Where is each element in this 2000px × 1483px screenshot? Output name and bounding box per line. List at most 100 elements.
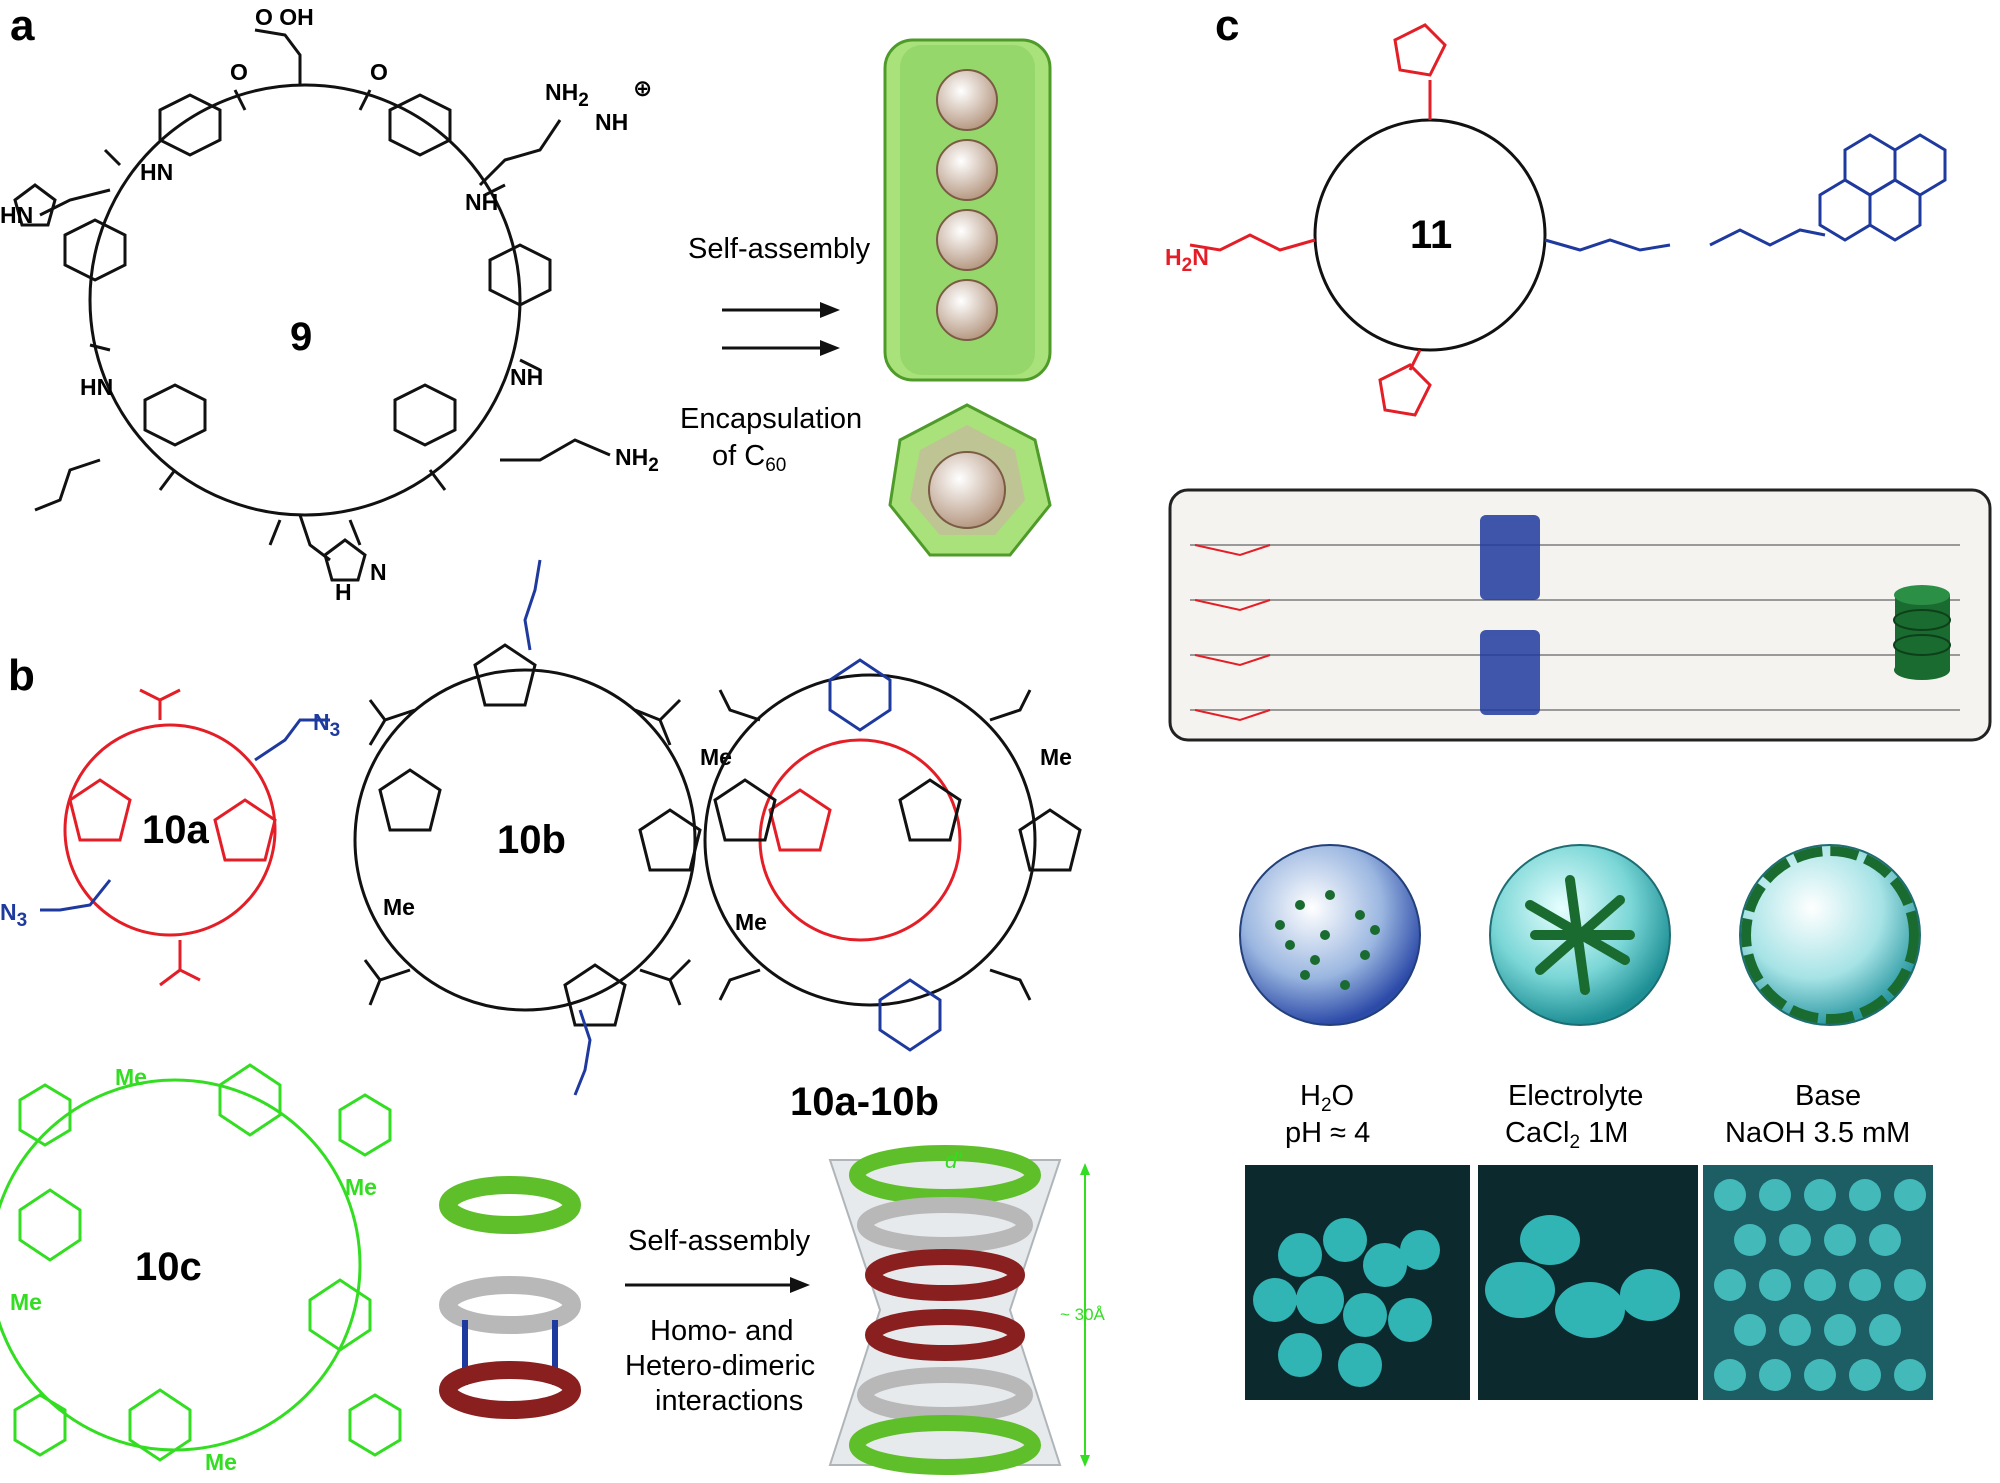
imidazole-ring-1 bbox=[13, 183, 57, 227]
pyrene-ring bbox=[1818, 133, 1947, 242]
condition-3-line1: Base bbox=[1795, 1080, 1861, 1112]
compound-10b-label: 10b bbox=[497, 818, 566, 862]
hbond-schematic bbox=[1168, 488, 1992, 742]
amide-hn-label: HN bbox=[80, 374, 113, 400]
carbonyl-bonds bbox=[89, 89, 541, 546]
amide-nh-label: NH bbox=[510, 364, 543, 390]
sphere-dispersed bbox=[1239, 844, 1421, 1026]
micrograph-3 bbox=[1703, 1165, 1933, 1400]
azide-label-2: N3 bbox=[0, 899, 27, 931]
interaction-label-line1: Homo- and bbox=[650, 1315, 793, 1347]
ring-icons bbox=[439, 1176, 581, 1419]
compound-9-backbone bbox=[88, 83, 522, 517]
self-assembly-label-a: Self-assembly bbox=[688, 233, 871, 265]
compound-10a-label: 10a bbox=[142, 808, 209, 852]
compound-11-label: 11 bbox=[1410, 213, 1452, 257]
c60-sphere bbox=[936, 69, 998, 131]
leucine-side-chain bbox=[34, 458, 101, 512]
encapsulation-label-line2: of C60 bbox=[712, 440, 786, 476]
condition-1-line1: H2O bbox=[1300, 1080, 1354, 1116]
azide-chain-1 bbox=[254, 718, 330, 762]
carbonyl-o-label: O bbox=[230, 59, 248, 85]
azide-label-1: N3 bbox=[313, 709, 340, 741]
condition-2-line1: Electrolyte bbox=[1508, 1080, 1643, 1112]
compound-10a-10b-label: 10a-10b bbox=[790, 1080, 939, 1124]
methyl-label-10c-1: Me bbox=[115, 1064, 147, 1090]
lysine-amine-label: H2N bbox=[1165, 244, 1209, 276]
cyclohexane-ring bbox=[388, 93, 452, 157]
red-ring-icon bbox=[439, 1361, 581, 1419]
cyclohexane-ring bbox=[393, 383, 457, 447]
imidazole-n-label: N bbox=[370, 559, 387, 585]
guanidine-nh-label: NH bbox=[595, 109, 628, 135]
stack-ring-red bbox=[865, 1309, 1025, 1361]
c60-sphere bbox=[936, 139, 998, 201]
amide-nh-label: NH bbox=[465, 189, 498, 215]
arginine-side-chain bbox=[478, 119, 562, 187]
cyclohexane-rings bbox=[63, 93, 552, 447]
imidazole-ring-2 bbox=[323, 538, 367, 582]
nanotube-top-view bbox=[888, 403, 1052, 557]
panel-letter-c: c bbox=[1215, 1, 1239, 50]
micrograph-2 bbox=[1478, 1165, 1698, 1400]
interaction-label-line2: Hetero-dimeric bbox=[625, 1350, 815, 1382]
compound-10b-structure bbox=[353, 559, 702, 1096]
methyl-label-10c-3: Me bbox=[10, 1289, 42, 1315]
sphere-fibers bbox=[1489, 844, 1671, 1026]
hourglass-stack: ~ 30Å d' bbox=[828, 1145, 1106, 1475]
compound-10c-label: 10c bbox=[135, 1245, 202, 1289]
self-assembly-arrow-b bbox=[625, 1277, 810, 1293]
azide-chain-2 bbox=[40, 879, 112, 912]
compound-10c-structure bbox=[0, 1063, 402, 1462]
self-assembly-label-b: Self-assembly bbox=[628, 1225, 811, 1257]
amide-hn-label: HN bbox=[140, 159, 173, 185]
methyl-label-10c-4: Me bbox=[205, 1449, 237, 1475]
imidazole-hn-label: HN bbox=[0, 202, 33, 228]
panel-letter-a: a bbox=[10, 1, 35, 50]
panel-a: a O OH bbox=[0, 1, 1052, 605]
cyclohexane-ring bbox=[143, 383, 207, 447]
compound-10a-10b-structure bbox=[703, 658, 1082, 1052]
stack-cylinder-icon bbox=[1893, 585, 1951, 680]
stack-ring-red bbox=[865, 1249, 1025, 1301]
compound-9-structure bbox=[13, 28, 611, 582]
stack-ring-green-bottom bbox=[849, 1415, 1041, 1475]
nanotube-side-view bbox=[883, 38, 1052, 382]
green-ring-icon bbox=[439, 1176, 581, 1234]
condition-1-line2: pH ≈ 4 bbox=[1285, 1117, 1370, 1149]
carbonyl-o-label: O bbox=[370, 59, 388, 85]
methyl-label-dimer-2: Me bbox=[1040, 744, 1072, 770]
c60-sphere bbox=[936, 209, 998, 271]
panel-c: c 11 H2N bbox=[1165, 1, 1992, 1400]
lysine-nh2-label: NH2 bbox=[615, 444, 659, 476]
compound-10a-structure bbox=[63, 688, 277, 987]
compound-9-label: 9 bbox=[290, 315, 312, 359]
condition-3-line2: NaOH 3.5 mM bbox=[1725, 1117, 1910, 1149]
c60-sphere-top bbox=[928, 451, 1006, 529]
c60-sphere bbox=[936, 279, 998, 341]
encapsulation-label-line1: Encapsulation bbox=[680, 403, 862, 435]
diameter-label: d' bbox=[945, 1148, 962, 1173]
panel-b: b N3 N3 10a 10b Me Me bbox=[0, 559, 1106, 1475]
guanidine-plus-label: ⊕ bbox=[633, 75, 652, 101]
lysine-side-chain bbox=[500, 438, 611, 462]
histidine-side-chain-1 bbox=[39, 188, 111, 217]
methyl-label-dimer-1: Me bbox=[735, 909, 767, 935]
condition-2-line2: CaCl2 1M bbox=[1505, 1117, 1628, 1153]
self-assembly-arrows bbox=[722, 302, 840, 356]
guanidine-nh2-label: NH2 bbox=[545, 79, 589, 111]
cooh-label: O OH bbox=[255, 4, 314, 30]
sphere-shell bbox=[1739, 844, 1921, 1026]
micrograph-1 bbox=[1245, 1165, 1470, 1400]
compound-11-structure bbox=[1189, 23, 1947, 417]
histidine-side-chain-2 bbox=[298, 514, 331, 562]
stack-ring-grey bbox=[857, 1197, 1033, 1253]
glutamate-side-chain bbox=[254, 28, 302, 85]
height-label: ~ 30Å bbox=[1060, 1305, 1106, 1324]
methyl-label-10c-2: Me bbox=[345, 1174, 377, 1200]
imidazole-h-label: H bbox=[335, 579, 352, 605]
cyclohexane-ring bbox=[63, 218, 127, 282]
compound-9-atoms: O OH NH2 ⊕ NH NH2 HN N N H O O HN NH NH … bbox=[0, 4, 659, 605]
interaction-label-line3: interactions bbox=[655, 1385, 803, 1417]
